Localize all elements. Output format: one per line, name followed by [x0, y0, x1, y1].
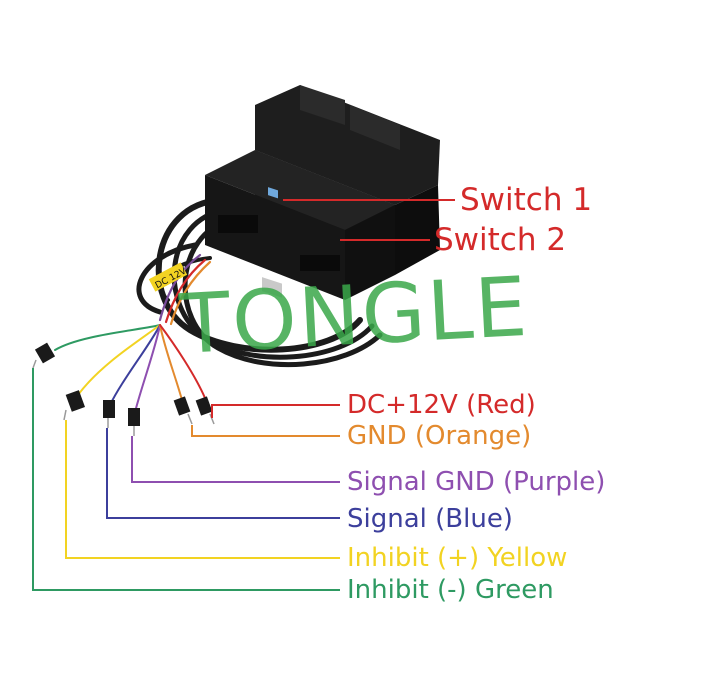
- switch-2-label: Switch 2: [434, 222, 567, 258]
- switch-1-label: Switch 1: [460, 182, 593, 218]
- device-body: [205, 85, 440, 300]
- wire-label-green: Inhibit (-) Green: [347, 575, 554, 605]
- leader-lines: [32, 368, 340, 591]
- watermark: TONGLE: [177, 259, 532, 373]
- fanned-wires: [54, 324, 206, 413]
- wire-label-yellow: Inhibit (+) Yellow: [347, 543, 568, 573]
- wire-label-blue: Signal (Blue): [347, 504, 513, 534]
- wire-label-red: DC+12V (Red): [347, 390, 536, 420]
- wire-label-purple: Signal GND (Purple): [347, 467, 606, 497]
- pin-tips: [32, 359, 215, 436]
- switch-pointers: [283, 199, 455, 241]
- wire-label-orange: GND (Orange): [347, 421, 532, 451]
- connector-pins: [34, 342, 213, 426]
- wire-bundle: [158, 253, 212, 326]
